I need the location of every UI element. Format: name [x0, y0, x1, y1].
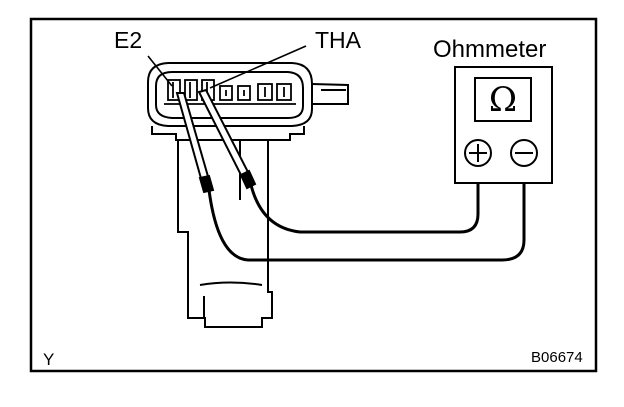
figure-frame — [29, 17, 598, 373]
ohmmeter-display — [474, 77, 532, 122]
corner-label: Y — [43, 350, 55, 369]
label-ohmmeter: Ohmmeter — [433, 36, 547, 63]
minus-terminal-icon — [510, 139, 538, 167]
label-leaders — [147, 45, 307, 89]
wire-negative — [207, 162, 526, 262]
connector-terminals — [164, 79, 296, 105]
wire-positive — [249, 162, 480, 234]
lead-wires — [207, 162, 526, 262]
test-probes — [175, 88, 257, 194]
ohmmeter — [454, 66, 553, 184]
ohm-symbol: Ω — [488, 80, 518, 120]
label-tha: THA — [315, 27, 361, 53]
label-e2: E2 — [114, 27, 143, 53]
plus-terminal-icon — [464, 139, 492, 167]
air-flow-sensor — [147, 62, 349, 328]
figure-code: B06674 — [531, 349, 583, 366]
